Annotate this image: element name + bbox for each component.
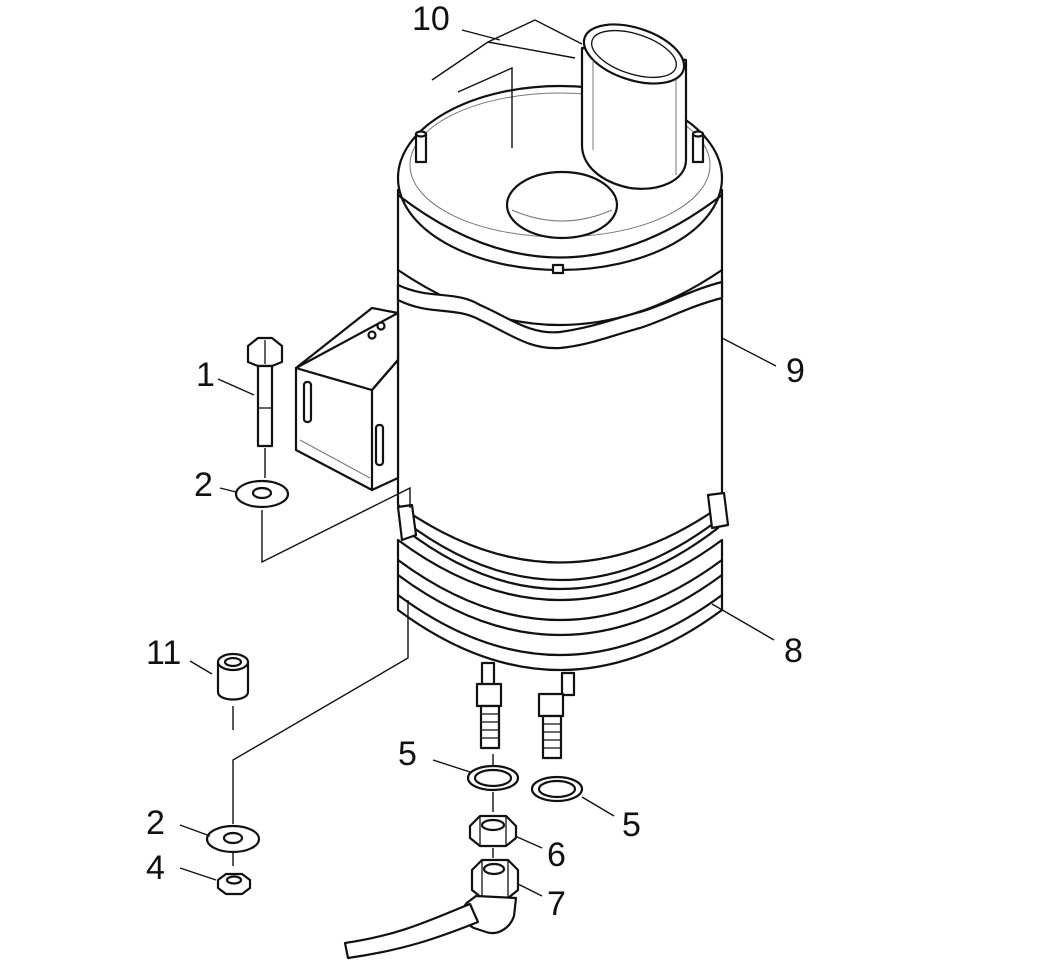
callout-10: 10 <box>412 0 450 38</box>
callout-2-bottom: 2 <box>146 804 165 842</box>
callout-11: 11 <box>146 634 181 672</box>
callout-9: 9 <box>786 352 805 390</box>
o-ring-left <box>466 764 520 792</box>
spacer-sleeve <box>216 652 250 701</box>
o-ring-right <box>530 775 584 803</box>
callout-4: 4 <box>146 849 165 887</box>
outlet-tube <box>580 23 688 190</box>
side-bracket-box <box>294 306 400 492</box>
threaded-fitting-right <box>537 692 565 760</box>
hex-nut <box>468 814 518 848</box>
callout-6: 6 <box>547 836 566 874</box>
callout-labels: 10 9 8 1 2 11 2 4 5 5 6 7 <box>146 0 805 923</box>
callout-8: 8 <box>784 632 803 670</box>
housing-cylinder <box>396 84 724 582</box>
elbow-fitting <box>343 858 520 960</box>
washer-top <box>234 479 290 509</box>
callout-2-top: 2 <box>194 466 213 504</box>
assembly-guide-lines <box>232 19 583 866</box>
leader-lines <box>179 29 777 897</box>
coil-rings <box>396 491 730 697</box>
threaded-fitting-left <box>475 682 503 750</box>
callout-1: 1 <box>196 356 215 394</box>
bolt <box>246 336 284 448</box>
callout-5-right: 5 <box>622 806 641 844</box>
washer-bottom <box>205 824 261 854</box>
nut-small <box>216 872 252 896</box>
callout-7: 7 <box>547 885 566 923</box>
callout-5-left: 5 <box>398 735 417 773</box>
